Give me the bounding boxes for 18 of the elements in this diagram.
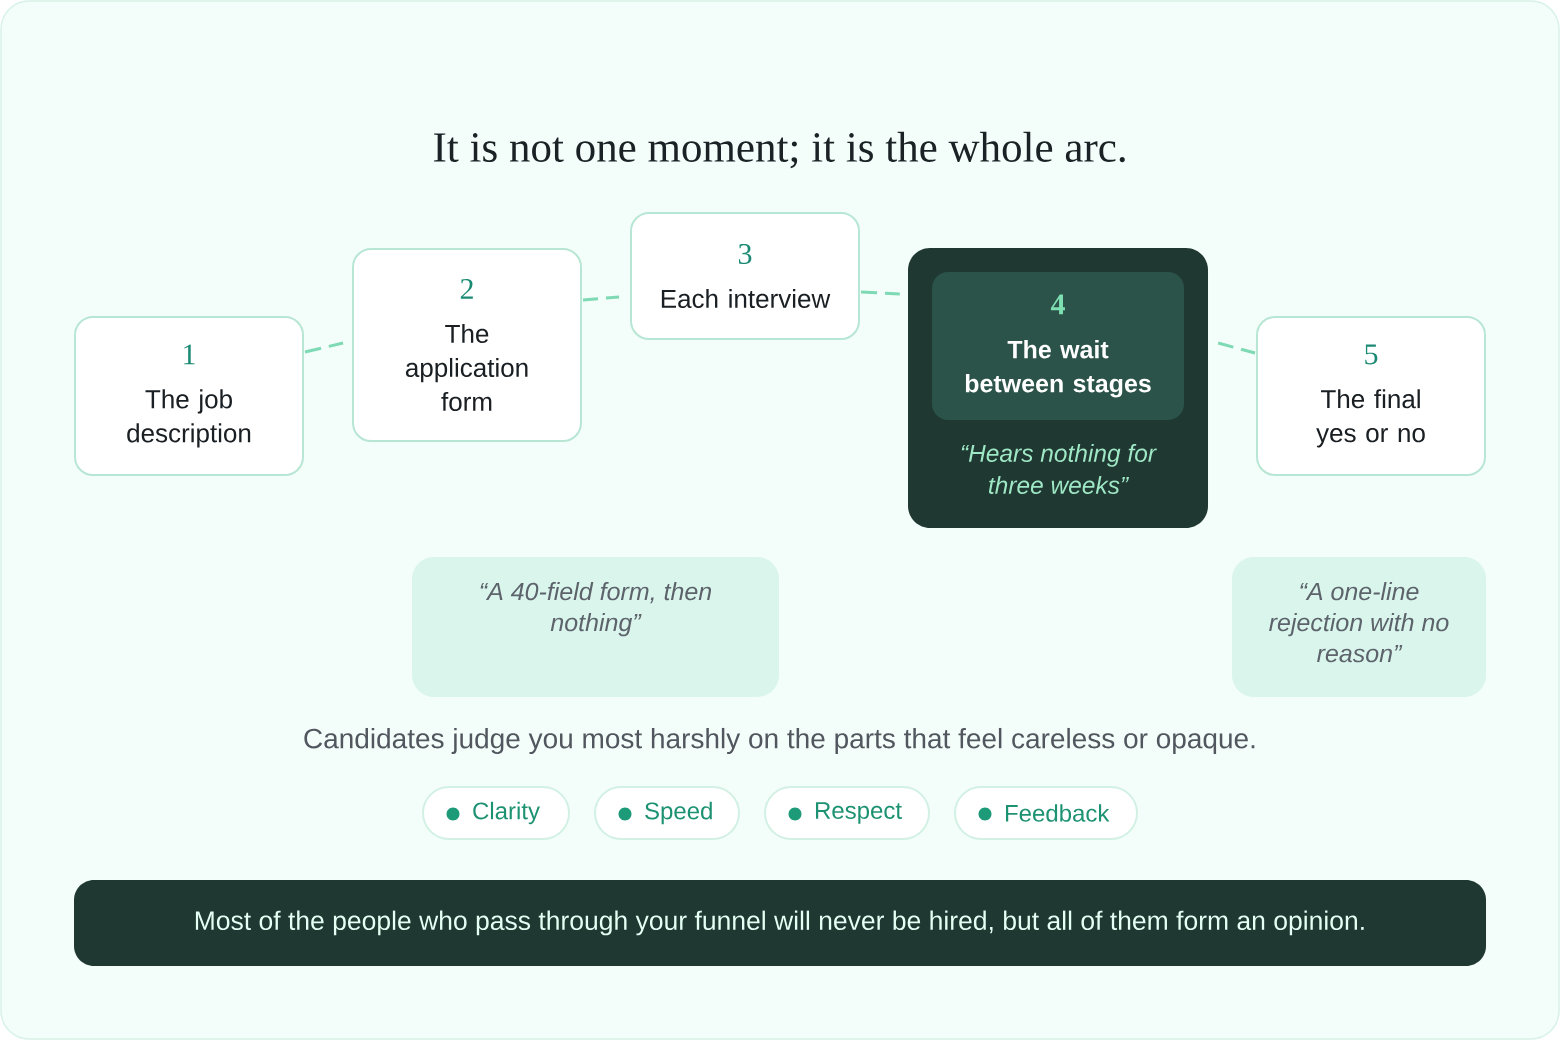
tag-pill: Respect bbox=[764, 786, 930, 840]
banner: Most of the people who pass through your funnel will never be hired, but all of them form an opinion. bbox=[74, 880, 1486, 966]
connector bbox=[304, 341, 344, 354]
stage-card: 1 The job description bbox=[74, 316, 304, 476]
connector bbox=[582, 295, 620, 302]
tag-pill: Feedback bbox=[954, 786, 1138, 840]
stage-card: 2 The application form bbox=[352, 248, 582, 442]
quote-box: “A 40-field form, then nothing” bbox=[412, 557, 779, 697]
tag-pill: Clarity bbox=[422, 786, 570, 840]
stage-card: 3 Each interview bbox=[630, 212, 860, 340]
quote-box: “A one-line rejection with no reason” bbox=[1232, 557, 1486, 697]
stage-card: 5 The final yes or no bbox=[1256, 316, 1486, 476]
title: It is not one moment; it is the whole arc. bbox=[434, 131, 1125, 169]
stage-box: 4 The wait between stages bbox=[932, 272, 1184, 420]
connector bbox=[860, 290, 900, 296]
tag-pill: Speed bbox=[594, 786, 740, 840]
note-text: Candidates judge you most harshly on the parts that feel careless or opaque. bbox=[304, 727, 1255, 755]
connector bbox=[1217, 341, 1256, 355]
